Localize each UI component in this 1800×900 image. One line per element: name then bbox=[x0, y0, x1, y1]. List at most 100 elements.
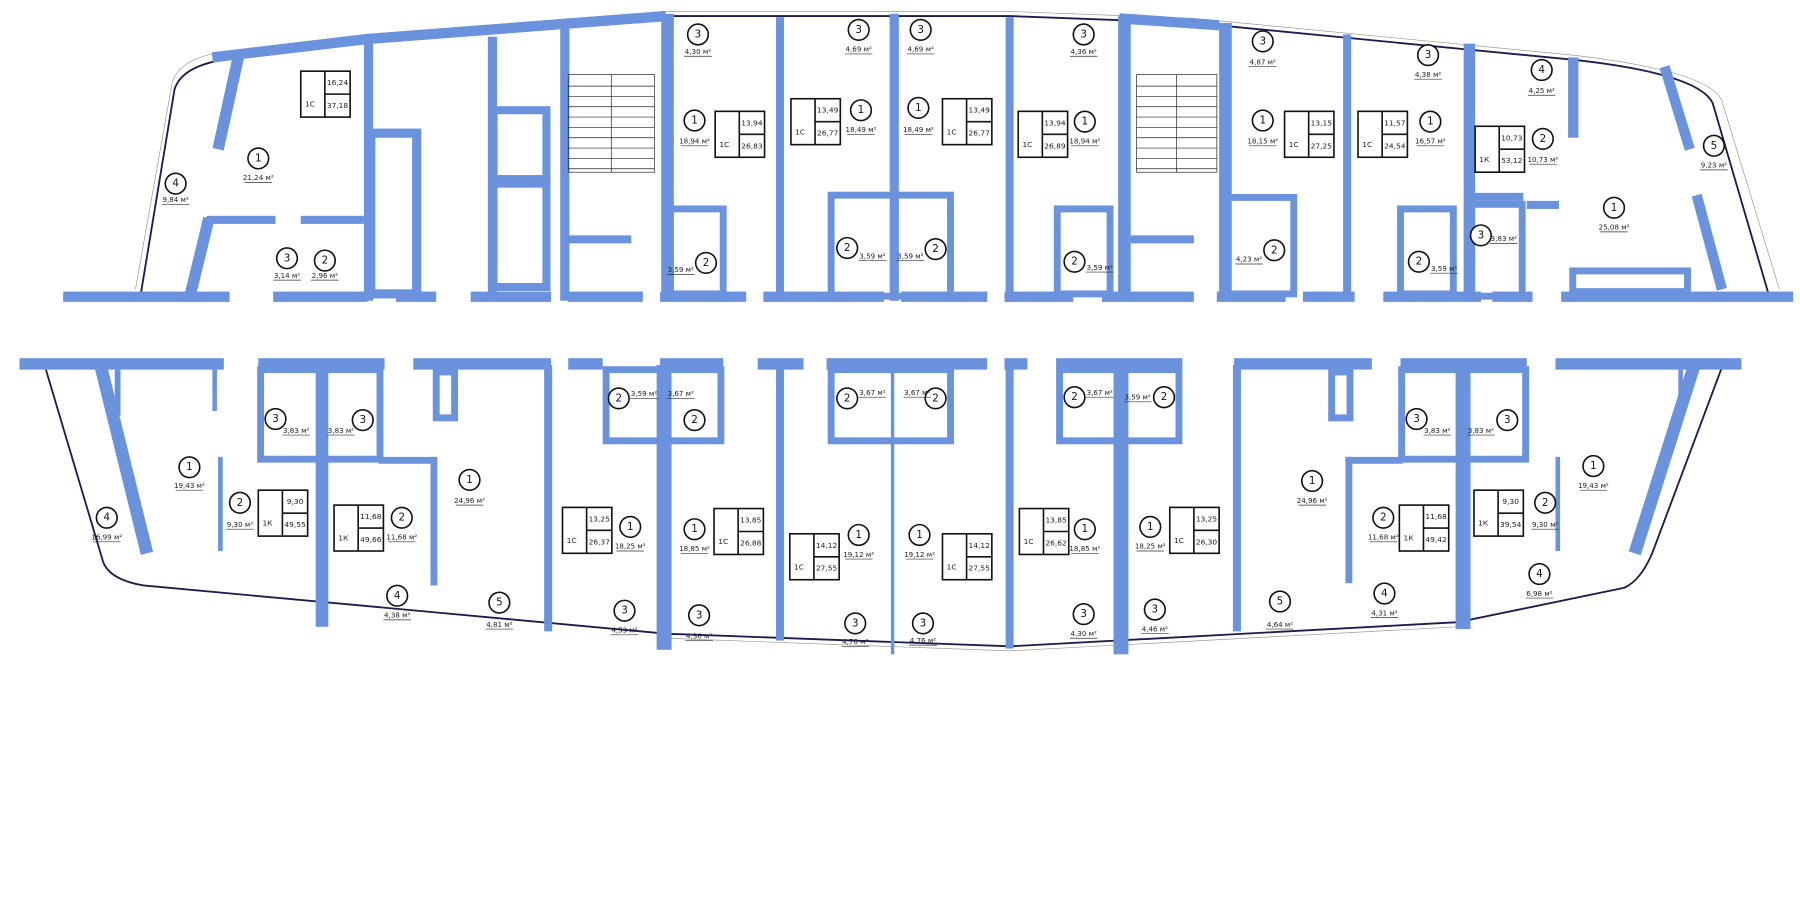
room-label: 116,57 м² bbox=[1415, 110, 1446, 147]
room-number: 2 bbox=[932, 392, 939, 404]
room-label: 119,43 м² bbox=[174, 456, 205, 491]
room-number: 2 bbox=[1380, 512, 1387, 524]
room-number-circle bbox=[178, 456, 201, 479]
room-number: 2 bbox=[1071, 256, 1078, 268]
room-number-circle bbox=[619, 515, 642, 539]
living-area: 13,94 bbox=[1044, 118, 1066, 127]
room-label: 34,46 м² bbox=[1141, 598, 1169, 635]
corridor-wall bbox=[470, 291, 552, 302]
room-area: 4,76 м² bbox=[842, 637, 868, 646]
utility-room-wall bbox=[1398, 366, 1530, 463]
room-number: 2 bbox=[1540, 133, 1547, 145]
room-area: 3,59 м² bbox=[897, 251, 923, 260]
corridor-wall bbox=[1004, 358, 1028, 370]
room-number-circle bbox=[1531, 127, 1554, 151]
room-number: 3 bbox=[1080, 28, 1087, 40]
total-area: 49,66 bbox=[360, 535, 382, 544]
living-area: 13,25 bbox=[589, 514, 611, 523]
room-number-circle bbox=[836, 387, 859, 410]
room-number: 1 bbox=[915, 102, 922, 114]
room-label: 210,73 м² bbox=[1527, 127, 1558, 165]
room-number-circle bbox=[275, 247, 299, 270]
total-area: 26,83 bbox=[741, 141, 763, 150]
room-area: 4,36 м² bbox=[1071, 47, 1097, 56]
room-label: 211,68 м² bbox=[386, 506, 417, 543]
utility-room-wall bbox=[489, 106, 551, 184]
room-area: 3,59 м² bbox=[1124, 392, 1150, 401]
total-area: 26,88 bbox=[740, 538, 762, 547]
corridor-wall bbox=[757, 358, 804, 370]
room-number-circle bbox=[1139, 515, 1162, 539]
apartment-type: 1К bbox=[262, 519, 273, 528]
wall bbox=[1526, 200, 1559, 209]
apartment-type: 1С bbox=[1289, 140, 1299, 149]
room-area: 4,69 м² bbox=[846, 45, 872, 54]
room-area: 24,96 м² bbox=[454, 496, 485, 505]
room-number: 2 bbox=[932, 243, 939, 255]
total-area: 27,55 bbox=[969, 564, 991, 573]
room-area: 2,96 м² bbox=[312, 271, 338, 280]
room-number-circle bbox=[607, 387, 630, 410]
corridor-wall bbox=[19, 358, 224, 370]
room-area: 4,46 м² bbox=[1142, 624, 1168, 633]
corridor-wall bbox=[568, 358, 603, 370]
room-label: 23,67 м² bbox=[666, 389, 706, 432]
room-number: 2 bbox=[398, 512, 405, 524]
room-area: 3,83 м² bbox=[328, 426, 354, 435]
utility-room-wall bbox=[666, 205, 727, 298]
utility-room-wall bbox=[602, 366, 725, 445]
room-area: 16,99 м² bbox=[91, 533, 122, 542]
living-area: 11,68 bbox=[360, 512, 382, 521]
room-number: 1 bbox=[1427, 116, 1434, 128]
apartment-type: 1С bbox=[1174, 536, 1184, 545]
room-number-circle bbox=[164, 172, 187, 195]
utility-room-wall bbox=[1223, 194, 1298, 298]
room-label: 29,30 м² bbox=[1531, 491, 1559, 530]
utility-room-wall bbox=[1056, 366, 1183, 445]
room-area: 4,30 м² bbox=[685, 47, 711, 56]
room-number-circle bbox=[1063, 250, 1086, 273]
room-label: 119,12 м² bbox=[843, 523, 874, 560]
room-number-circle bbox=[924, 237, 947, 261]
total-area: 26,77 bbox=[817, 129, 839, 138]
room-number-circle bbox=[1534, 491, 1557, 514]
living-area: 13,49 bbox=[817, 106, 839, 115]
room-number-circle bbox=[1372, 506, 1395, 529]
room-label: 119,12 м² bbox=[904, 523, 935, 560]
room-number: 1 bbox=[691, 523, 698, 535]
room-number: 1 bbox=[186, 461, 193, 473]
room-number-circle bbox=[909, 18, 932, 41]
utility-room-wall bbox=[1328, 368, 1354, 422]
utility-room-wall bbox=[366, 128, 422, 299]
room-area: 3,59 м² bbox=[1431, 264, 1457, 273]
room-area: 18,15 м² bbox=[1247, 136, 1278, 145]
room-area: 3,59 м² bbox=[859, 251, 885, 260]
room-number-circle bbox=[844, 612, 867, 635]
room-label: 119,43 м² bbox=[1578, 454, 1609, 491]
partition-wall bbox=[1113, 365, 1129, 655]
room-area: 4,25 м² bbox=[1529, 86, 1555, 95]
room-number-circle bbox=[1251, 109, 1274, 132]
room-area: 4,69 м² bbox=[908, 45, 934, 54]
living-area: 13,15 bbox=[1311, 118, 1333, 127]
wall bbox=[1628, 363, 1701, 556]
room-number-circle bbox=[1268, 590, 1292, 613]
room-number: 5 bbox=[496, 597, 503, 609]
utility-room-wall bbox=[827, 366, 954, 445]
room-number: 5 bbox=[1711, 140, 1718, 152]
room-number: 1 bbox=[691, 115, 698, 127]
room-area: 3,67 м² bbox=[668, 389, 694, 398]
room-number: 1 bbox=[1259, 115, 1266, 127]
utility-room-wall bbox=[1468, 200, 1526, 300]
room-number: 1 bbox=[1611, 202, 1618, 214]
partition-wall bbox=[890, 365, 895, 655]
room-area: 4,76 м² bbox=[910, 636, 936, 645]
